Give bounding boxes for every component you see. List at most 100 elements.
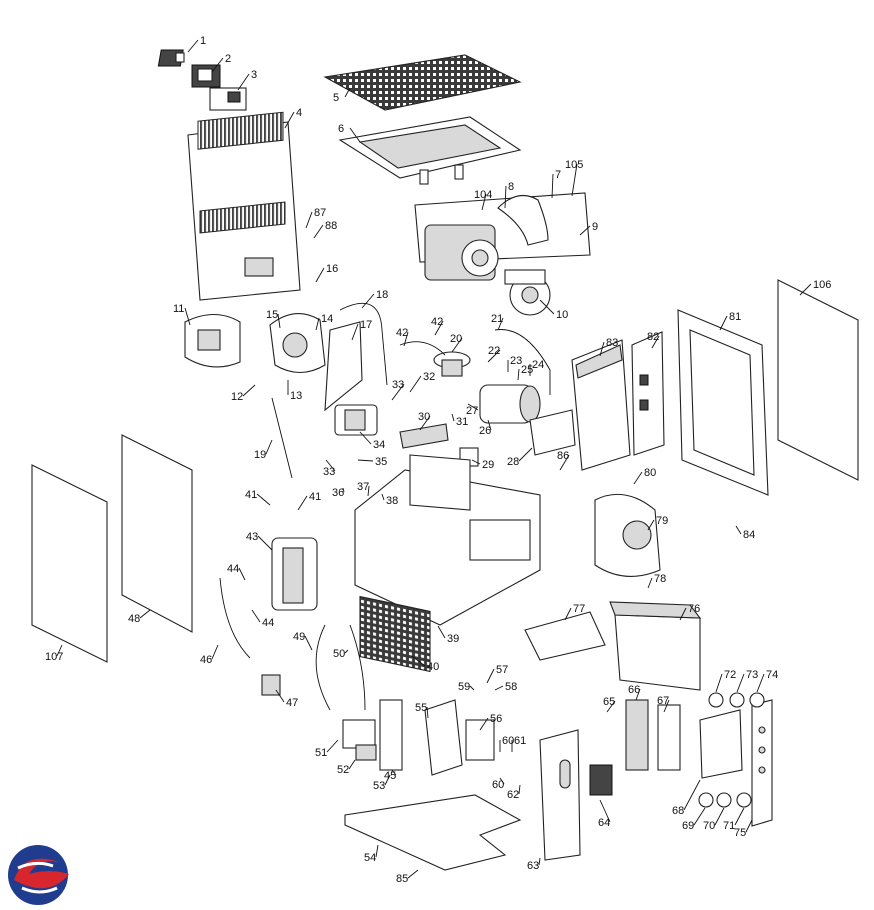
part-label-15: 15 xyxy=(266,309,278,321)
part-label-87: 87 xyxy=(314,207,326,219)
part-housing-83 xyxy=(571,339,631,471)
part-label-25: 25 xyxy=(521,364,533,376)
part-side-panel-right xyxy=(777,279,859,481)
part-label-38: 38 xyxy=(386,495,398,507)
leader-line-105 xyxy=(571,163,578,197)
leader-line-83 xyxy=(599,341,605,357)
leader-line-44 xyxy=(238,567,246,581)
part-label-10: 10 xyxy=(556,309,568,321)
part-label-59: 59 xyxy=(458,681,470,693)
part-label-85: 85 xyxy=(396,873,408,885)
leader-line-67 xyxy=(663,699,670,713)
brand-swirl-logo-icon xyxy=(8,845,69,905)
part-label-64: 64 xyxy=(598,817,610,829)
leader-line-87 xyxy=(305,211,313,229)
part-label-68: 68 xyxy=(672,805,684,817)
part-label-78: 78 xyxy=(654,573,666,585)
leader-line-42 xyxy=(403,331,409,347)
part-label-58: 58 xyxy=(505,681,517,693)
leader-line-21 xyxy=(497,317,504,331)
leader-line-14 xyxy=(315,317,320,331)
leader-line-79 xyxy=(647,519,655,531)
part-label-61: 61 xyxy=(514,735,526,747)
part-label-55: 55 xyxy=(415,702,427,714)
leader-line-38 xyxy=(381,493,385,501)
leader-line-56 xyxy=(479,717,489,731)
part-label-79: 79 xyxy=(656,515,668,527)
leader-line-58 xyxy=(494,685,504,691)
part-hose-49 xyxy=(315,624,331,711)
leader-line-85 xyxy=(407,869,419,879)
part-label-14: 14 xyxy=(321,313,333,325)
part-label-4: 4 xyxy=(296,107,302,119)
part-sensor-64 xyxy=(589,764,613,796)
part-label-5: 5 xyxy=(333,92,339,104)
part-solenoid-52 xyxy=(342,719,377,761)
part-hose-46 xyxy=(219,577,251,659)
leader-line-75 xyxy=(745,819,753,833)
leader-line-76 xyxy=(679,607,687,621)
part-base-54 xyxy=(344,794,522,871)
leader-line-27 xyxy=(467,403,479,411)
part-label-74: 74 xyxy=(766,669,778,681)
part-bracket xyxy=(209,87,247,111)
leader-line-5 xyxy=(344,87,351,98)
leader-line-80 xyxy=(633,471,643,485)
leader-line-77 xyxy=(564,607,572,621)
part-label-70: 70 xyxy=(703,820,715,832)
part-hose-42 xyxy=(399,341,446,356)
leader-line-33b xyxy=(325,459,336,472)
leader-line-7 xyxy=(551,173,554,199)
part-label-35: 35 xyxy=(375,456,387,468)
leader-line-46 xyxy=(211,644,219,660)
leader-line-9 xyxy=(579,225,591,236)
leader-line-47 xyxy=(275,689,285,703)
part-label-40: 40 xyxy=(427,661,439,673)
leader-line-22 xyxy=(487,349,501,363)
part-label-8: 8 xyxy=(508,181,514,193)
leader-line-53 xyxy=(384,774,391,786)
part-lever-17 xyxy=(324,321,363,412)
part-label-45: 45 xyxy=(384,770,396,782)
leader-line-20 xyxy=(451,337,463,353)
part-dispenser-55 xyxy=(424,699,463,776)
leader-line-1 xyxy=(187,39,199,53)
leader-line-42b xyxy=(434,320,444,336)
part-side-panel-107 xyxy=(31,464,108,663)
leader-line-8 xyxy=(504,185,507,209)
part-label-6: 6 xyxy=(338,123,344,135)
part-boiler-26 xyxy=(479,384,541,424)
leader-line-65 xyxy=(606,700,616,713)
leader-line-52 xyxy=(348,759,356,770)
leader-line-26 xyxy=(487,419,492,431)
part-label-24: 24 xyxy=(532,359,544,371)
leader-line-48 xyxy=(139,609,151,619)
part-hose-18 xyxy=(339,302,388,386)
leader-line-54 xyxy=(375,844,379,858)
part-front-door-63 xyxy=(539,729,581,861)
part-label-88: 88 xyxy=(325,220,337,232)
leader-line-34 xyxy=(359,431,372,445)
part-grid-77 xyxy=(524,611,606,661)
leader-line-41b xyxy=(297,495,308,511)
leader-line-68 xyxy=(683,779,701,811)
part-label-67: 67 xyxy=(657,695,669,707)
part-label-52: 52 xyxy=(337,764,349,776)
part-label-51: 51 xyxy=(315,747,327,759)
part-label-73: 73 xyxy=(746,669,758,681)
part-gear-wheel xyxy=(504,269,551,316)
part-label-54: 54 xyxy=(364,852,376,864)
part-label-49: 49 xyxy=(293,631,305,643)
leader-line-6 xyxy=(349,127,361,143)
leader-line-106 xyxy=(799,283,812,296)
part-label-21: 21 xyxy=(491,313,503,325)
leader-line-43 xyxy=(257,535,273,551)
part-label-57: 57 xyxy=(496,664,508,676)
part-label-20: 20 xyxy=(450,333,462,345)
leader-line-17 xyxy=(351,323,359,341)
part-label-83: 83 xyxy=(606,337,618,349)
part-label-11: 11 xyxy=(173,303,184,315)
part-label-29: 29 xyxy=(482,459,494,471)
